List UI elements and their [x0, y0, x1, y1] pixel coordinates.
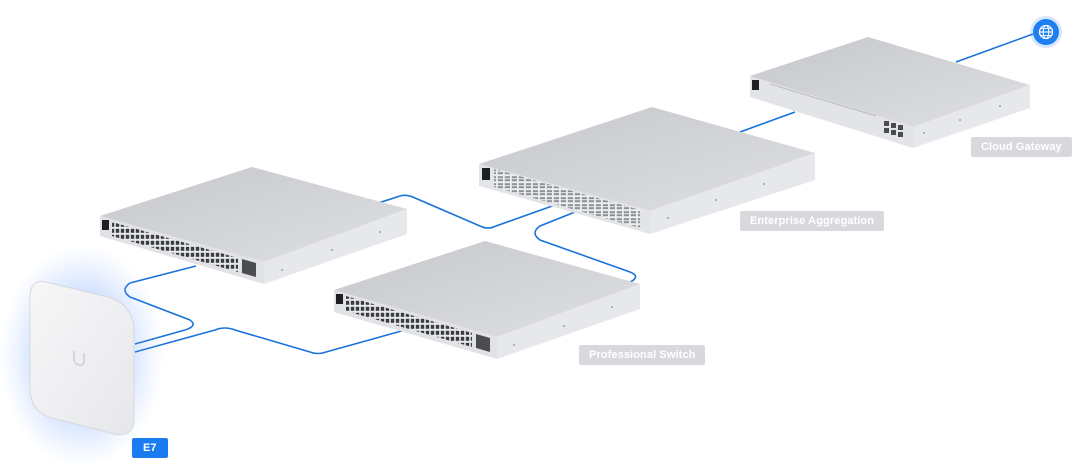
- professional-switch-label[interactable]: Professional Switch: [579, 345, 706, 365]
- globe-icon: [1038, 24, 1054, 40]
- top-switch-console-port: [102, 220, 109, 230]
- gateway-side-panel: [913, 85, 1030, 148]
- link-aggregation-to-gateway: [739, 111, 796, 133]
- top-switch-device: [100, 167, 407, 284]
- enterprise-aggregation-label[interactable]: Enterprise Aggregation: [740, 211, 885, 231]
- top-switch-sfp-ports: [242, 259, 256, 277]
- gateway-console-port: [752, 80, 759, 90]
- pro-switch-port-array: [346, 296, 472, 347]
- aggregation-sfp-array: [494, 169, 640, 228]
- link-pro-switch-to-aggregation: [534, 211, 637, 291]
- e7-access-point: [0, 244, 164, 468]
- gateway-port-cluster: [884, 121, 903, 137]
- top-switch-top-panel: [100, 167, 407, 262]
- e7-label[interactable]: E7: [132, 438, 168, 458]
- pro-switch-console-port: [336, 294, 343, 304]
- top-switch-port-array: [112, 222, 238, 272]
- aggregation-switch-device: [479, 107, 815, 234]
- aggregation-console-port: [482, 168, 490, 180]
- link-ap-to-pro-switch: [134, 327, 406, 355]
- cloud-gateway-device: [750, 37, 1030, 148]
- pro-switch-top-panel: [334, 241, 640, 337]
- link-gateway-to-internet: [955, 33, 1034, 63]
- cloud-gateway-label[interactable]: Cloud Gateway: [971, 137, 1072, 157]
- gateway-front-seam: [769, 83, 877, 117]
- access-point-body: [29, 280, 135, 436]
- top-switch-side-panel: [264, 209, 407, 284]
- pro-switch-sfp-ports: [476, 334, 490, 352]
- link-top-switch-to-aggregation: [371, 194, 556, 229]
- pro-switch-side-panel: [497, 284, 640, 359]
- internet-globe-node[interactable]: [1033, 19, 1059, 45]
- professional-switch-device: [334, 241, 640, 359]
- gateway-top-panel: [750, 37, 1030, 127]
- aggregation-top-panel: [479, 107, 815, 211]
- aggregation-side-panel: [650, 153, 815, 234]
- gateway-front-panel: [750, 76, 913, 148]
- access-point-logo-icon: [73, 351, 85, 366]
